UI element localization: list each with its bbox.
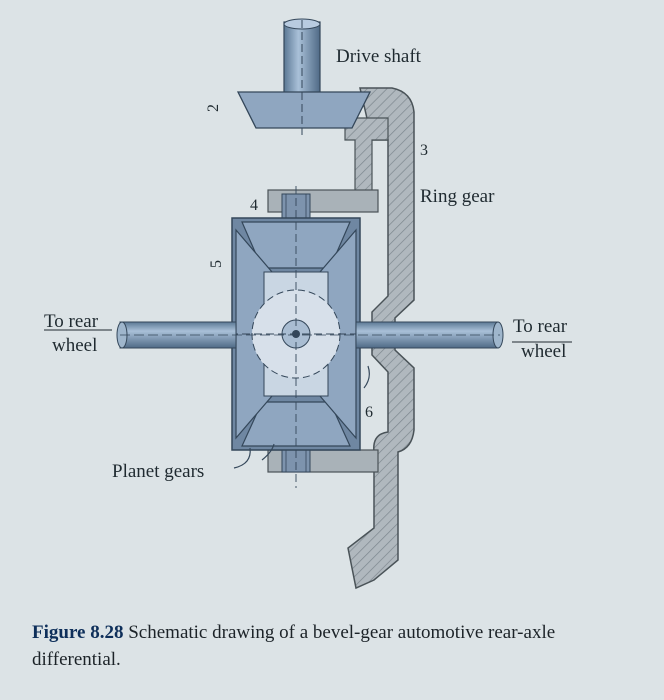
axle-right bbox=[355, 321, 504, 349]
ring-gear-label: Ring gear bbox=[420, 186, 495, 207]
part-number-5: 5 bbox=[208, 260, 225, 268]
differential-diagram bbox=[44, 18, 572, 590]
figure-number: Figure 8.28 bbox=[32, 622, 124, 643]
drive-shaft-label: Drive shaft bbox=[336, 46, 421, 67]
drive-shaft bbox=[236, 18, 372, 135]
part-number-3: 3 bbox=[420, 142, 428, 159]
to-rear-wheel-left-line2: wheel bbox=[52, 335, 98, 356]
planet-gears-label: Planet gears bbox=[112, 461, 205, 482]
to-rear-wheel-left-line1: To rear bbox=[44, 311, 99, 332]
to-rear-wheel-right-line2: wheel bbox=[521, 341, 567, 362]
figure-caption-text: Schematic drawing of a bevel-gear automo… bbox=[32, 622, 556, 670]
part-number-2: 2 bbox=[205, 104, 222, 112]
part-number-6: 6 bbox=[365, 404, 373, 421]
part-number-4: 4 bbox=[250, 197, 258, 214]
figure-caption: Figure 8.28 Schematic drawing of a bevel… bbox=[32, 619, 632, 673]
to-rear-wheel-right-line1: To rear bbox=[513, 316, 568, 337]
planet-gear-assembly bbox=[230, 186, 362, 488]
